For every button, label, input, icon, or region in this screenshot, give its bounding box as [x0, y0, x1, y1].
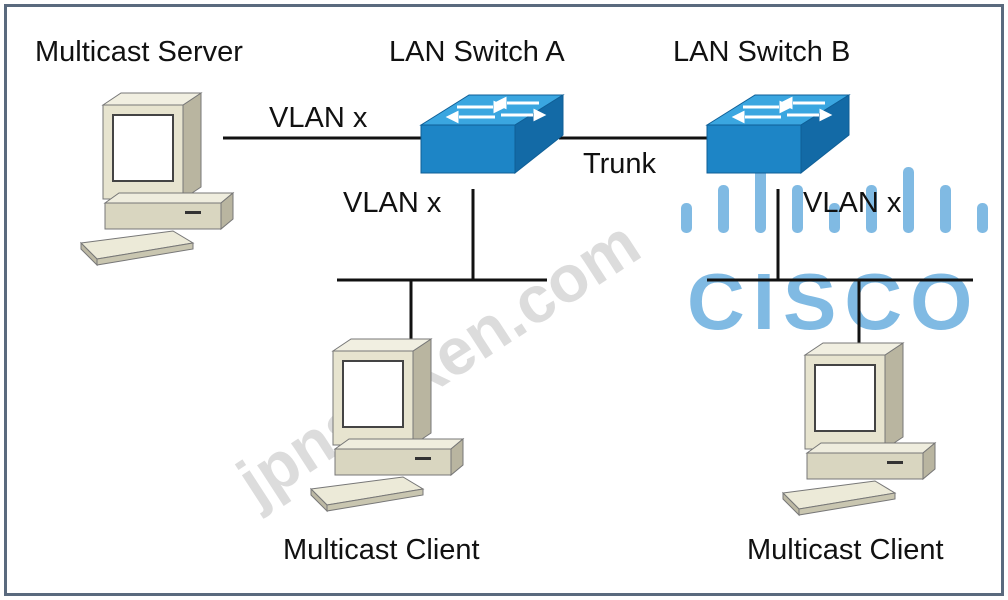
- vlan-b-segment-label: VLAN x: [803, 187, 902, 219]
- client-right-label: Multicast Client: [747, 534, 944, 566]
- diagram-frame: jpnshiken.com CISCO Multicast Server LAN…: [4, 4, 1004, 596]
- multicast-client-right-icon: [782, 342, 936, 516]
- switch-b-icon: [705, 93, 851, 175]
- cisco-logo-watermark: [681, 167, 988, 233]
- vlan-a-segment-label: VLAN x: [343, 187, 442, 219]
- switch-b-label: LAN Switch B: [673, 36, 850, 68]
- switch-a-label: LAN Switch A: [389, 36, 565, 68]
- multicast-server-label: Multicast Server: [35, 36, 243, 68]
- network-diagram: jpnshiken.com CISCO Multicast Server LAN…: [35, 36, 988, 566]
- vlan-server-link-label: VLAN x: [269, 102, 368, 134]
- multicast-server-icon: [80, 92, 234, 266]
- trunk-label: Trunk: [583, 148, 657, 180]
- switch-a-icon: [419, 93, 565, 175]
- client-left-label: Multicast Client: [283, 534, 480, 566]
- cisco-wordmark: CISCO: [687, 257, 980, 346]
